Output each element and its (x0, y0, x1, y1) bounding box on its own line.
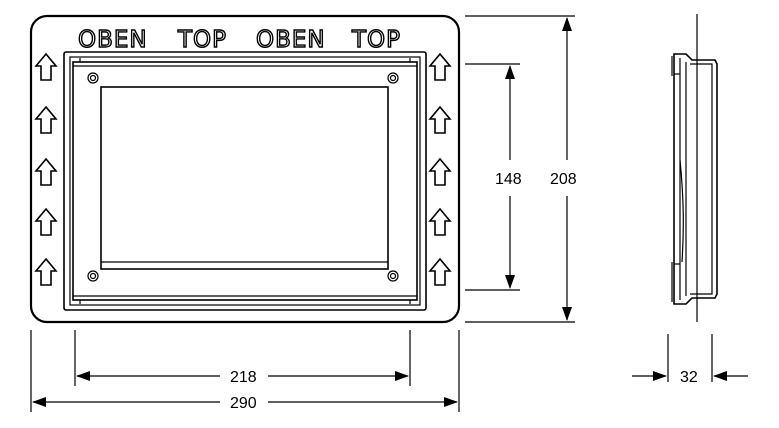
arrow-up-outline-icon (35, 158, 57, 186)
dimension-inner-height-label: 148 (495, 171, 522, 188)
dimension-inner-width: 218 (74, 330, 411, 386)
dimension-outer-width: 290 (30, 330, 460, 412)
dimension-inner-width-label: 218 (230, 369, 257, 386)
mount-plate (72, 61, 418, 301)
arrow-up-outline-icon (35, 258, 57, 286)
inner-bezel (63, 51, 427, 311)
side-view (671, 14, 718, 322)
outer-frame (29, 14, 461, 324)
frame-label-top-1: TOP (177, 27, 227, 53)
display-window (100, 86, 389, 270)
dimension-outer-height-label: 208 (550, 171, 577, 188)
dimension-depth: 32 (632, 334, 748, 386)
arrow-up-outline-icon (35, 106, 57, 134)
frame-label-oben-1: OBEN (78, 27, 148, 53)
arrow-up-outline-icon (429, 258, 451, 286)
arrow-up-outline-icon (35, 208, 57, 236)
arrow-up-outline-icon (429, 106, 451, 134)
dimension-outer-height: 208 (465, 15, 577, 323)
arrow-up-outline-icon (429, 158, 451, 186)
screw-icon (387, 72, 399, 84)
dimension-inner-height: 148 (465, 63, 522, 291)
screw-icon (387, 270, 399, 282)
inner-bezel-2 (69, 56, 421, 306)
screw-icon (87, 72, 99, 84)
arrow-up-outline-icon (429, 208, 451, 236)
dimension-depth-label: 32 (680, 369, 698, 386)
front-view: OBEN TOP OBEN TOP (29, 14, 461, 324)
frame-label-top-2: TOP (351, 27, 401, 53)
dimension-outer-width-label: 290 (230, 395, 257, 412)
frame-label-oben-2: OBEN (256, 27, 326, 53)
arrow-up-outline-icon (429, 53, 451, 81)
screw-icon (87, 270, 99, 282)
arrow-up-outline-icon (35, 53, 57, 81)
